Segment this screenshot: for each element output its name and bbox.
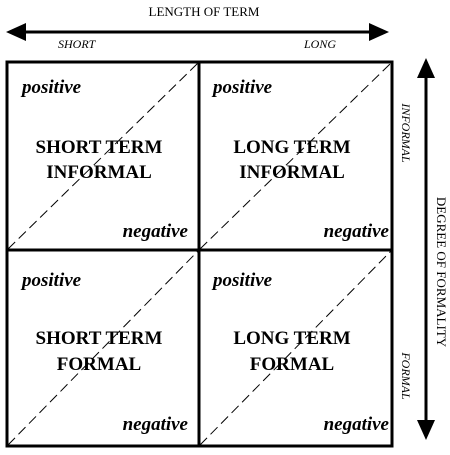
- negative-label: negative: [123, 221, 189, 242]
- quadrant-short-term-informal: positive SHORT TERM INFORMAL negative: [20, 77, 189, 242]
- up-arrowhead-icon: [417, 58, 435, 78]
- quadrant-title-line2: INFORMAL: [46, 162, 152, 183]
- quadrant-long-term-informal: positive LONG TERM INFORMAL negative: [211, 77, 390, 242]
- quadrant-title-line2: FORMAL: [57, 354, 141, 375]
- length-of-term-axis: LENGTH OF TERM SHORT LONG: [6, 4, 389, 51]
- negative-label: negative: [324, 414, 390, 435]
- quadrant-title-line1: LONG TERM: [233, 137, 350, 158]
- quadrant-title-line1: SHORT TERM: [36, 328, 163, 349]
- negative-label: negative: [324, 221, 390, 242]
- quadrant-title-line2: FORMAL: [250, 354, 334, 375]
- diagonal-long-term-formal: [199, 250, 392, 446]
- degree-of-formality-axis: DEGREE OF FORMALITY INFORMAL FORMAL: [399, 58, 449, 440]
- positive-label: positive: [211, 77, 273, 98]
- degree-of-formality-label: DEGREE OF FORMALITY: [434, 197, 449, 348]
- right-arrowhead-icon: [369, 23, 389, 41]
- left-arrowhead-icon: [6, 23, 26, 41]
- positive-label: positive: [20, 77, 82, 98]
- quadrant-short-term-formal: positive SHORT TERM FORMAL negative: [20, 270, 189, 435]
- informal-end-label: INFORMAL: [399, 102, 413, 163]
- positive-label: positive: [211, 270, 273, 291]
- quadrant-long-term-formal: positive LONG TERM FORMAL negative: [211, 270, 390, 435]
- quadrant-diagonals: [7, 62, 392, 446]
- short-end-label: SHORT: [58, 37, 97, 51]
- long-end-label: LONG: [303, 37, 336, 51]
- diagonal-short-term-formal: [7, 250, 199, 446]
- quadrant-grid: [5, 60, 394, 448]
- quadrant-title-line1: SHORT TERM: [36, 137, 163, 158]
- quadrant-title-line1: LONG TERM: [233, 328, 350, 349]
- quadrant-title-line2: INFORMAL: [239, 162, 345, 183]
- negative-label: negative: [123, 414, 189, 435]
- length-of-term-label: LENGTH OF TERM: [149, 4, 260, 19]
- down-arrowhead-icon: [417, 420, 435, 440]
- positive-label: positive: [20, 270, 82, 291]
- formal-end-label: FORMAL: [399, 351, 413, 400]
